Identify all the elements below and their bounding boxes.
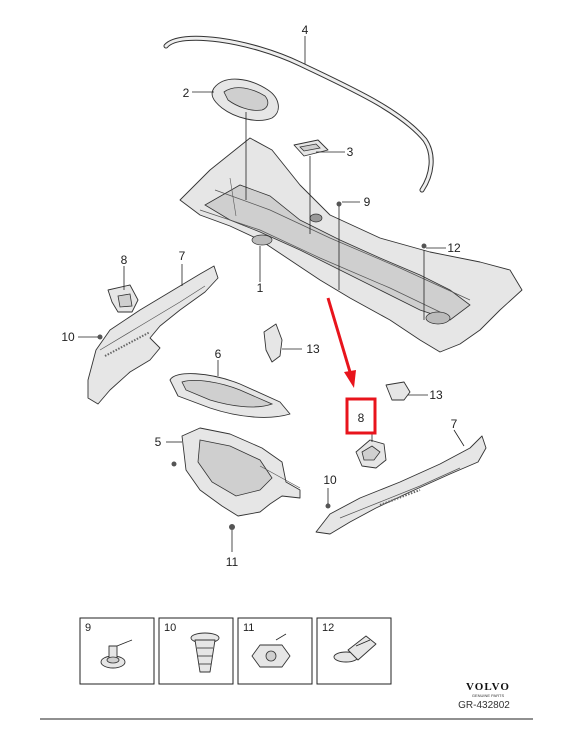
push-rivet-icon <box>190 632 220 673</box>
volvo-logo: VOLVO GENUINE PARTS <box>466 681 510 698</box>
fastener-10-marker-left <box>97 334 103 340</box>
fastener-9-marker <box>336 201 342 207</box>
fastener-10-marker-right <box>325 503 331 509</box>
callout-8-right: 8 <box>358 411 365 425</box>
callout-3: 3 <box>347 145 354 159</box>
thumbnail-label: 11 <box>243 622 254 634</box>
callout-5: 5 <box>155 435 162 449</box>
callout-10-left: 10 <box>61 330 75 344</box>
thumbnail-label: 9 <box>85 622 91 634</box>
leader-lines <box>78 36 465 552</box>
callout-7-left: 7 <box>179 249 186 263</box>
thumbnail-label: 10 <box>164 622 176 634</box>
callout-1: 1 <box>257 281 264 295</box>
callout-13-lower: 13 <box>429 388 443 402</box>
callout-12: 12 <box>447 241 461 255</box>
part-8-bracket-left <box>107 284 139 313</box>
highlight-box <box>345 397 377 435</box>
part-1-cowl-panel <box>179 137 523 353</box>
thumbnail-10: 10 <box>158 617 234 685</box>
callout-10-right: 10 <box>323 473 337 487</box>
callout-8-left: 8 <box>121 253 128 267</box>
fastener-legend: 9 10 11 <box>79 617 392 685</box>
thumbnail-11: 11 <box>237 617 313 685</box>
callout-13-upper: 13 <box>306 342 320 356</box>
fastener-12-marker <box>421 243 427 249</box>
part-13-bracket-upper <box>263 323 283 363</box>
callout-6: 6 <box>215 347 222 361</box>
plastic-clip-icon <box>333 635 377 663</box>
hex-nut-icon <box>251 633 291 668</box>
part-4-seal <box>163 35 434 193</box>
thumbnail-label: 12 <box>322 622 334 634</box>
part-7-trim-right <box>315 435 487 535</box>
fastener-11-marker <box>229 524 235 530</box>
callout-4: 4 <box>302 23 309 37</box>
fastener-markers <box>97 201 427 530</box>
thumbnail-12: 12 <box>316 617 392 685</box>
callout-11: 11 <box>226 555 239 569</box>
part-5-housing <box>181 427 301 517</box>
callout-2: 2 <box>183 86 190 100</box>
brand-subtitle: GENUINE PARTS <box>472 693 505 698</box>
part-7-trim-left <box>87 265 219 405</box>
part-2-cover <box>211 78 279 121</box>
part-13-bracket-lower <box>385 381 411 401</box>
fastener-5-marker <box>171 461 177 467</box>
flange-bolt-icon <box>100 639 133 669</box>
part-8-bracket-right <box>355 439 387 469</box>
diagram-reference: GR-432802 <box>458 700 510 711</box>
part-6-tray <box>169 373 291 418</box>
callout-7-right: 7 <box>451 417 458 431</box>
highlight-arrow <box>326 297 356 388</box>
callout-9: 9 <box>364 195 371 209</box>
part-3-clip <box>293 139 329 157</box>
brand-name: VOLVO <box>466 681 510 693</box>
thumbnail-9: 9 <box>79 617 155 685</box>
